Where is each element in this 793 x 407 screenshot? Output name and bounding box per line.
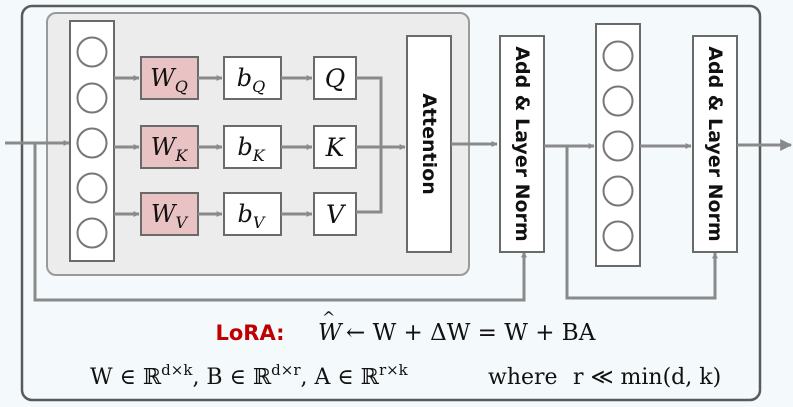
bk-block	[223, 125, 282, 169]
lora-equation: ← W + ΔW = W + BA	[346, 320, 596, 346]
bk-label: bK	[237, 133, 265, 165]
add-norm-2-block	[692, 35, 738, 253]
outer-frame	[20, 4, 762, 402]
attention-label: Attention	[418, 93, 440, 194]
qkv-merge-lines	[356, 76, 383, 214]
input-neuron	[76, 172, 108, 204]
bq-block	[223, 56, 282, 100]
add-norm-1-label: Add & Layer Norm	[511, 46, 533, 241]
wq-block	[140, 56, 199, 100]
ffn-neuron	[602, 40, 634, 72]
q-label: Q	[325, 64, 346, 93]
wv-block	[140, 192, 199, 236]
add-norm-2-label: Add & Layer Norm	[704, 46, 726, 241]
input-neuron	[76, 127, 108, 159]
constraint-line: W ∈ ℝd×k, B ∈ ℝd×r, A ∈ ℝr×k	[90, 361, 409, 390]
residual-connection-2	[565, 146, 718, 300]
lora-label: LoRA:	[215, 321, 284, 345]
wk-label: WK	[151, 133, 189, 165]
v-block	[313, 192, 357, 236]
input-neuron	[76, 217, 108, 249]
attention-block	[406, 35, 452, 253]
ffn-neuron	[602, 220, 634, 252]
constraint-where: where	[488, 365, 558, 390]
k-block	[313, 125, 357, 169]
constraint-condition: r ≪ min(d, k)	[573, 365, 721, 390]
wv-label: WV	[151, 200, 189, 232]
bq-label: bQ	[237, 64, 266, 96]
bv-label: bV	[238, 200, 266, 232]
residual-connection-1	[33, 143, 527, 302]
lora-hat-accent: ^	[322, 308, 335, 327]
v-label: V	[326, 200, 347, 229]
input-neuron	[76, 82, 108, 114]
ffn-neuron	[602, 130, 634, 162]
add-norm-1-block	[499, 35, 545, 253]
k-label: K	[325, 133, 346, 162]
wq-label: WQ	[150, 64, 188, 96]
lora-w-hat: W	[318, 320, 344, 346]
ffn-neuron	[602, 85, 634, 117]
input-neuron	[76, 36, 108, 68]
bv-block	[223, 192, 282, 236]
ffn-neuron	[602, 175, 634, 207]
